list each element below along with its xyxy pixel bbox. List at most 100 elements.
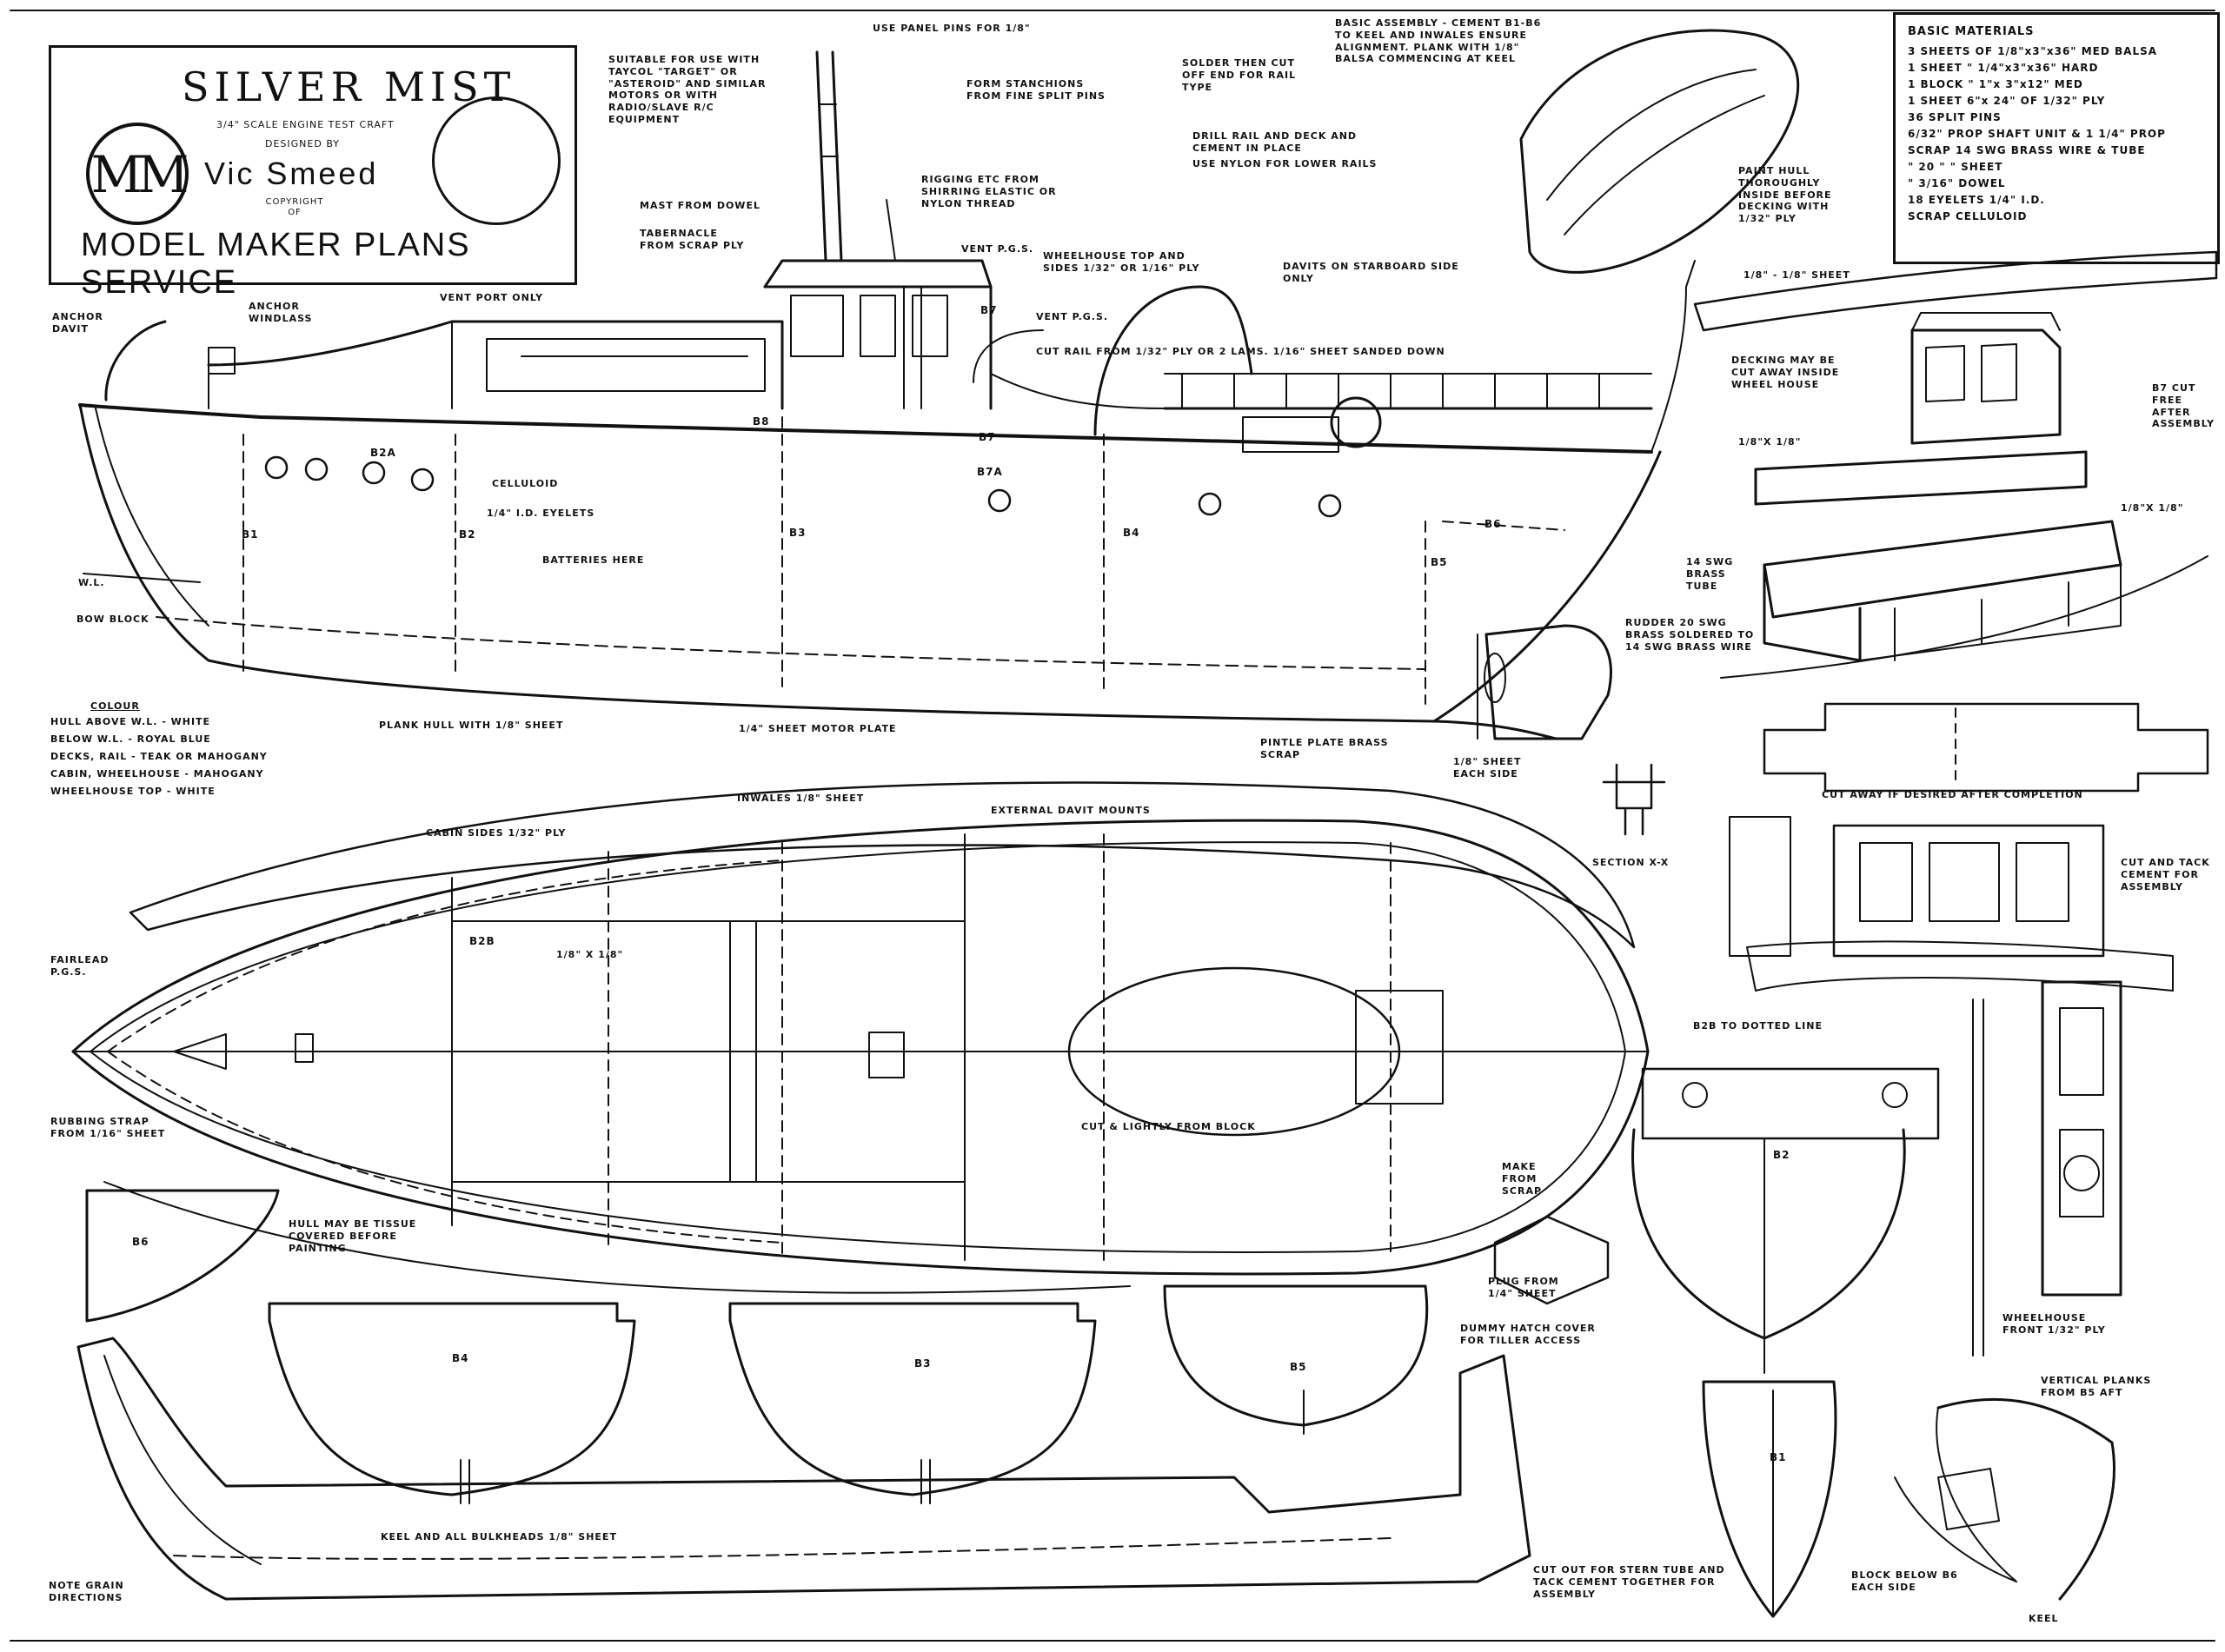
materials-item: 3 SHEETS OF 1/8"x3"x36" MED BALSA xyxy=(1908,45,2158,57)
colour-line: WHEELHOUSE TOP - WHITE xyxy=(50,786,216,797)
title-block: SILVER MIST 3/4" SCALE ENGINE TEST CRAFT… xyxy=(49,45,577,301)
label-cut-tack: CUT AND TACK CEMENT FOR ASSEMBLY xyxy=(2121,857,2210,892)
label-b2b-dotted: B2B TO DOTTED LINE xyxy=(1693,1020,1823,1032)
label-cabin-sides: CABIN SIDES 1/32" PLY xyxy=(426,827,567,839)
title-circle-icon xyxy=(432,96,561,225)
label-external-davit: EXTERNAL DAVIT MOUNTS xyxy=(991,805,1151,816)
side-elevation-bulkheads xyxy=(242,416,1565,705)
designed-by-label: DESIGNED BY xyxy=(265,138,340,149)
materials-item: 1 SHEET 6"x 24" OF 1/32" PLY xyxy=(1908,95,2106,107)
tag-b6: B6 xyxy=(1484,518,1502,530)
label-plug: PLUG FROM 1/4" SHEET xyxy=(1488,1276,1559,1299)
rubbing-strap-right xyxy=(1693,250,2218,332)
label-eighth-sheet-each-side: 1/8" SHEET EACH SIDE xyxy=(1453,756,1522,780)
mm-logo-icon: MM xyxy=(86,123,189,225)
tag-b5: B5 xyxy=(1431,556,1448,568)
note-davits: DAVITS ON STARBOARD SIDE ONLY xyxy=(1283,261,1459,284)
note-vent-pgs-2: VENT P.G.S. xyxy=(1036,311,1109,322)
tag-b1: B1 xyxy=(242,528,259,541)
note-mast-dowel: MAST FROM DOWEL xyxy=(640,200,760,211)
label-rudder: RUDDER 20 SWG BRASS SOLDERED TO 14 SWG B… xyxy=(1625,617,1755,653)
label-b7-cut-free: B7 CUT FREE AFTER ASSEMBLY xyxy=(2152,382,2215,430)
materials-item: SCRAP CELLULOID xyxy=(1908,210,2028,222)
label-section-xx: SECTION X-X xyxy=(1592,857,1670,868)
section-xx xyxy=(1602,763,1666,836)
note-suitable: SUITABLE FOR USE WITH TAYCOL "TARGET" OR… xyxy=(608,54,767,125)
label-motor-plate: 1/4" SHEET MOTOR PLATE xyxy=(739,723,897,734)
label-vertical-planks: VERTICAL PLANKS FROM B5 AFT xyxy=(2041,1375,2152,1398)
wheelhouse-panels xyxy=(1729,816,2174,992)
note-anchor-windlass: ANCHOR WINDLASS xyxy=(249,301,313,324)
note-tabernacle: TABERNACLE FROM SCRAP PLY xyxy=(640,228,745,251)
tag-b5-template: B5 xyxy=(1290,1361,1307,1373)
tag-b3: B3 xyxy=(789,527,807,539)
plan-title: SILVER MIST xyxy=(182,63,516,110)
label-wl: W.L. xyxy=(78,577,105,588)
label-hatch-dim: 1/8" x 1/8" xyxy=(556,949,624,960)
transom-view xyxy=(1631,1067,1940,1374)
label-cut-out-stern: CUT OUT FOR STERN TUBE AND TACK CEMENT T… xyxy=(1533,1564,1725,1600)
label-celluloid: CELLULOID xyxy=(492,478,559,489)
note-anchor-davit: ANCHOR DAVIT xyxy=(52,311,103,335)
label-hull-tissue: HULL MAY BE TISSUE COVERED BEFORE PAINTI… xyxy=(289,1218,417,1254)
rubbing-strap-bottom xyxy=(103,1181,1131,1294)
colour-line: BELOW W.L. - ROYAL BLUE xyxy=(50,733,211,745)
side-elevation-portholes xyxy=(264,455,1342,518)
label-dummy-hatch: DUMMY HATCH COVER FOR TILLER ACCESS xyxy=(1460,1323,1596,1346)
label-keel-bulkheads: KEEL AND ALL BULKHEADS 1/8" SHEET xyxy=(381,1531,617,1543)
bow-wedge-b6 xyxy=(85,1189,280,1323)
label-block-below: BLOCK BELOW B6 EACH SIDE xyxy=(1851,1569,1958,1593)
label-brass-tube: 14 SWG BRASS TUBE xyxy=(1686,556,1734,592)
tag-b4: B4 xyxy=(1123,527,1140,539)
materials-item: 36 SPLIT PINS xyxy=(1908,111,2002,123)
note-paint-hull: PAINT HULL THOROUGHLY INSIDE BEFORE DECK… xyxy=(1738,165,1832,224)
tag-b2: B2 xyxy=(459,528,476,541)
tag-b8: B8 xyxy=(753,415,770,428)
colour-line: CABIN, WHEELHOUSE - MAHOGANY xyxy=(50,768,264,780)
label-keel-right: KEEL xyxy=(2029,1613,2059,1624)
materials-item: " 3/16" DOWEL xyxy=(1908,177,2006,189)
tag-b6-template: B6 xyxy=(132,1236,149,1248)
label-bow-block: BOW BLOCK xyxy=(76,614,149,625)
tag-b7-top: B7 xyxy=(980,304,998,316)
label-fairlead: FAIRLEAD P.G.S. xyxy=(50,954,110,978)
label-inwales: INWALES 1/8" SHEET xyxy=(737,793,865,804)
note-basic-assembly: BASIC ASSEMBLY - CEMENT B1-B6 TO KEEL AN… xyxy=(1335,17,1542,65)
wheelhouse-front xyxy=(1972,980,2122,1357)
label-eighth-sheet: 1/8" - 1/8" SHEET xyxy=(1743,269,1850,281)
materials-item: SCRAP 14 SWG BRASS WIRE & TUBE xyxy=(1908,144,2146,156)
materials-item: 18 EYELETS 1/4" I.D. xyxy=(1908,194,2045,206)
tag-b7: B7 xyxy=(979,431,996,443)
wheelhouse-assembly xyxy=(1754,312,2088,506)
deck-frame-assembly xyxy=(1720,520,2208,679)
publisher-name: MODEL MAKER PLANS SERVICE xyxy=(81,227,471,301)
note-solder-then: SOLDER THEN CUT OFF END FOR RAIL TYPE xyxy=(1182,57,1297,93)
stern-closeup xyxy=(1894,1397,2115,1601)
note-stanchions: FORM STANCHIONS FROM FINE SPLIT PINS xyxy=(966,78,1106,102)
colour-heading: COLOUR xyxy=(90,700,140,712)
tag-b1-template: B1 xyxy=(1770,1451,1787,1463)
dummy-hatch-part xyxy=(1493,1215,1610,1305)
tag-b2a: B2A xyxy=(370,447,396,459)
note-wheelhouse-top: WHEELHOUSE TOP AND SIDES 1/32" OR 1/16" … xyxy=(1043,250,1200,274)
plan-subtitle: 3/4" SCALE ENGINE TEST CRAFT xyxy=(216,119,395,130)
plan-view-hull xyxy=(71,819,1650,1276)
inwale-strip xyxy=(129,781,1636,949)
label-pintle-plate: PINTLE PLATE BRASS SCRAP xyxy=(1260,737,1389,760)
tag-b7a: B7A xyxy=(977,466,1003,478)
label-note-grain: NOTE GRAIN DIRECTIONS xyxy=(49,1580,124,1603)
mm-logo-text: MM xyxy=(90,145,189,204)
materials-item: 1 SHEET " 1/4"x3"x36" HARD xyxy=(1908,62,2099,74)
materials-item: 1 BLOCK " 1"x 3"x12" MED xyxy=(1908,78,2083,90)
label-decking: DECKING MAY BE CUT AWAY INSIDE WHEEL HOU… xyxy=(1731,355,1840,390)
side-elevation-hull xyxy=(78,403,1662,740)
label-cut-lightly: CUT & LIGHTLY FROM BLOCK xyxy=(1081,1121,1256,1132)
colour-line: HULL ABOVE W.L. - WHITE xyxy=(50,716,211,727)
colour-line: DECKS, RAIL - TEAK OR MAHOGANY xyxy=(50,751,268,762)
part-top-oval xyxy=(1519,29,1800,274)
note-rigging: RIGGING ETC FROM SHIRRING ELASTIC OR NYL… xyxy=(921,174,1057,209)
designer-name: Vic Smeed xyxy=(204,156,379,191)
bulkhead-templates xyxy=(268,1284,1837,1618)
copyright-label: COPYRIGHT OF xyxy=(265,197,324,217)
